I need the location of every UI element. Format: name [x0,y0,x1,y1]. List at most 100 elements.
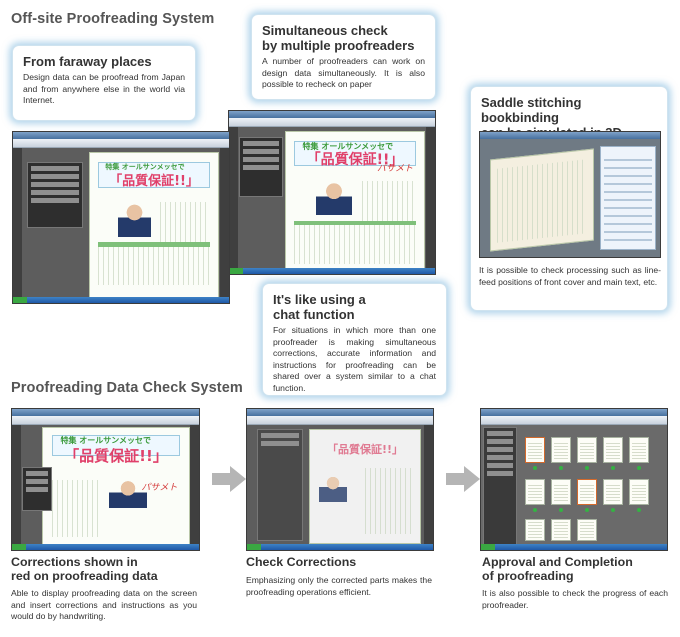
callout-faraway-heading: From faraway places [23,54,152,69]
tool-palette-left [13,148,22,297]
callout-faraway: From faraway places Design data can be p… [12,45,196,121]
page-thumbnail[interactable] [551,479,571,505]
page-header-box [294,140,416,167]
callout-saddle-heading-line1: Saddle stitching bookbinding [481,95,582,125]
page-subtitle: 特集 オールサンメッセで [60,436,152,446]
next-step-arrow-2 [446,466,480,492]
callout-saddle: Saddle stitching bookbinding can be simu… [470,86,668,311]
page-thumbnail[interactable] [629,437,649,463]
page-thumbnail[interactable] [525,519,545,541]
page-thumbnail[interactable] [551,519,571,541]
page-header-box [51,435,181,457]
page-photo [318,475,348,503]
page-photo [316,180,353,215]
panel-row [261,441,299,446]
panel-row [243,165,279,170]
3d-open-book [490,148,594,252]
panel-row [487,439,513,444]
panel-row [487,447,513,452]
page-banner: 「品質保証!!」 [64,446,168,465]
page-thumbnail[interactable] [577,479,597,505]
step3-description: It is also possible to check the progres… [482,588,668,610]
page-thumbnail[interactable] [525,437,545,463]
panel-row [31,182,79,187]
callout-chat: It's like using a chat function For situ… [262,283,447,396]
tool-palette-left [12,425,21,544]
page-thumbnail[interactable] [603,437,623,463]
panel-row [31,166,79,171]
window-titlebar [247,409,433,416]
panel-row [261,433,299,438]
panel-row [26,487,48,492]
step2-title-line1: Check Corrections [246,555,357,569]
callout-simultaneous: Simultaneous check by multiple proofread… [251,14,436,100]
page-subtitle: 特集 オールサンメッセで [105,162,185,171]
tool-panel [22,467,52,511]
approved-status-dot [533,508,537,512]
callout-simultaneous-heading-line2: by multiple proofreaders [262,38,415,53]
step1-title: Corrections shown in red on proofreading… [11,555,201,583]
tool-palette-left [229,127,238,268]
panel-row [243,157,279,162]
page-thumbnail[interactable] [525,479,545,505]
tool-palette-right [220,148,229,297]
offsite-section-title: Off-site Proofreading System [11,11,215,27]
page-thumbnail[interactable] [577,437,597,463]
callout-chat-heading-line1: It's like using a [273,292,366,307]
panel-row [243,141,279,146]
panel-row [26,479,48,484]
page-header-box [97,161,211,188]
os-taskbar [481,544,667,550]
approved-status-dot [559,466,563,470]
window-titlebar [481,409,667,416]
step1-title-line2: red on proofreading data [11,568,158,583]
page-thumbnail[interactable] [629,479,649,505]
approved-status-dot [611,466,615,470]
page-text-columns [361,180,416,221]
panel-row [487,463,513,468]
proof-page-dimmed: 「品質保証!!」 [309,429,421,544]
os-taskbar [13,297,229,303]
window-toolbar [13,139,229,148]
page-photo [108,479,147,509]
os-taskbar [229,268,435,274]
callout-simultaneous-heading-line1: Simultaneous check [262,23,388,38]
corrections-list-panel [257,429,303,541]
handwritten-correction: パサメト [376,163,413,174]
window-toolbar [229,118,435,127]
next-step-arrow-1 [212,466,246,492]
page-body-text [294,224,416,264]
page-banner: 「品質保証!!」 [326,443,404,457]
window-titlebar [229,111,435,118]
step1-description: Able to display proofreading data on the… [11,588,197,621]
panel-row [487,455,513,460]
window-toolbar [247,416,433,425]
step3-title-line1: Approval and Completion [482,555,633,569]
proofreading-screenshot-back: 特集 オールサンメッセで 「品質保証!!」 パサメト [228,110,436,275]
approved-status-dot [637,466,641,470]
page-thumbnail[interactable] [603,479,623,505]
callout-saddle-body: It is possible to check processing such … [479,265,661,287]
book-text [497,159,587,243]
proof-page-spread: 特集 オールサンメッセで 「品質保証!!」 パサメト [285,131,425,274]
panel-row [487,431,513,436]
step1-title-line1: Corrections shown in [11,555,138,569]
thumbnail-list [604,153,652,241]
check-system-section-title: Proofreading Data Check System [11,380,243,396]
approved-status-dot [611,508,615,512]
page-subtitle: 特集 オールサンメッセで [302,141,394,151]
page-text-columns [160,201,211,243]
callout-faraway-body: Design data can be proofread from Japan … [23,72,185,105]
thumbnail-panel [600,146,656,250]
approved-status-dot [585,508,589,512]
os-taskbar [12,544,199,550]
handwritten-correction: パサメト [141,482,178,493]
layer-panel [239,137,283,197]
page-thumbnail[interactable] [577,519,597,541]
window-titlebar [12,409,199,416]
proof-page: 特集 オールサンメッセで 「品質保証!!」 パサメト [42,427,190,547]
approved-status-dot [559,508,563,512]
step3-title: Approval and Completion of proofreading [482,555,672,583]
tool-palette-right [424,425,433,544]
page-thumbnail[interactable] [551,437,571,463]
